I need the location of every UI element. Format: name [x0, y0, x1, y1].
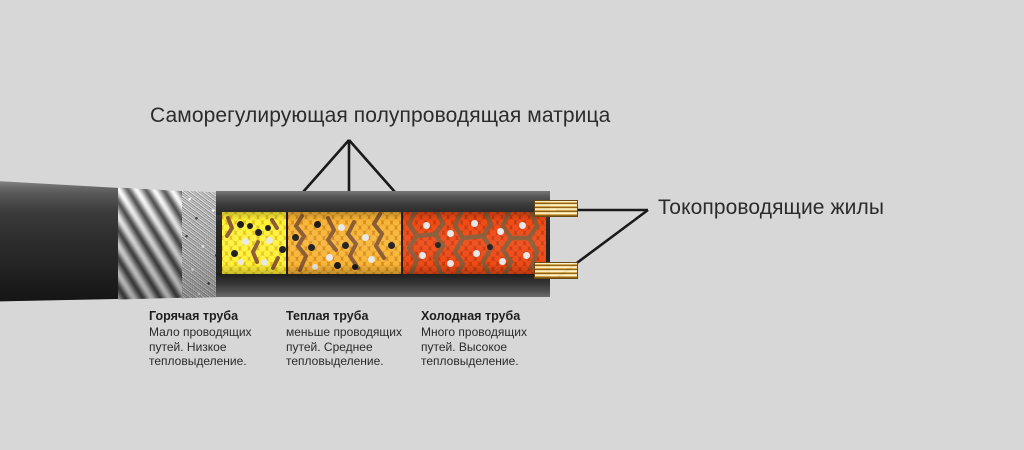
caption-title-cold: Холодная труба [421, 309, 521, 323]
caption-body-warm: меньше проводящих путей. Среднее тепловы… [286, 325, 403, 368]
semiconducting-matrix [222, 212, 546, 274]
conductive-paths-warm [293, 212, 386, 272]
caption-cold-pipe: Холодная труба Много проводящих путей. В… [421, 309, 561, 369]
conductive-paths-cold [406, 212, 540, 274]
leader-matrix-left [295, 139, 350, 201]
conductors-label: Токопроводящие жилы [658, 196, 885, 219]
outer-jacket [0, 181, 122, 302]
conductor-strands-top [535, 201, 577, 216]
segment-shading-warm [288, 212, 401, 274]
matrix-rail-top [216, 191, 550, 215]
caption-title-warm: Теплая труба [286, 309, 369, 323]
caption-body-cold: Много проводящих путей. Высокое тепловыд… [421, 325, 527, 368]
caption-title-hot: Горячая труба [149, 309, 239, 323]
outer-jacket-highlight [0, 181, 122, 302]
carbon-particles-hot [222, 212, 286, 274]
metallic-braid [118, 187, 186, 300]
inner-insulation-layer [182, 190, 220, 299]
carbon-particles-warm [288, 212, 401, 274]
caption-warm-pipe: Теплая труба меньше проводящих путей. Ср… [286, 309, 426, 369]
cable-cross-section [0, 176, 620, 304]
caption-hot-pipe: Горячая труба Мало проводящих путей. Низ… [149, 309, 289, 369]
matrix-label: Саморегулирующая полупроводящая матрица [150, 104, 611, 127]
inner-insulation-shading [182, 190, 220, 299]
metallic-braid-shading [118, 187, 186, 300]
matrix-segment-hot [222, 212, 286, 274]
conductor-strands-bottom [535, 263, 577, 278]
bus-conductor-top [534, 200, 578, 217]
matrix-rail-bottom [216, 273, 550, 297]
caption-body-hot: Мало проводящих путей. Низкое тепловыдел… [149, 325, 252, 368]
carbon-particles-cold [403, 212, 546, 274]
conductive-paths-hot [225, 216, 280, 270]
segment-shading-cold [403, 212, 546, 274]
leader-matrix-right [348, 139, 403, 201]
segment-shading-hot [222, 212, 286, 274]
matrix-segment-warm [286, 212, 401, 274]
bus-conductor-bottom [534, 262, 578, 279]
matrix-segment-cold [401, 212, 546, 274]
